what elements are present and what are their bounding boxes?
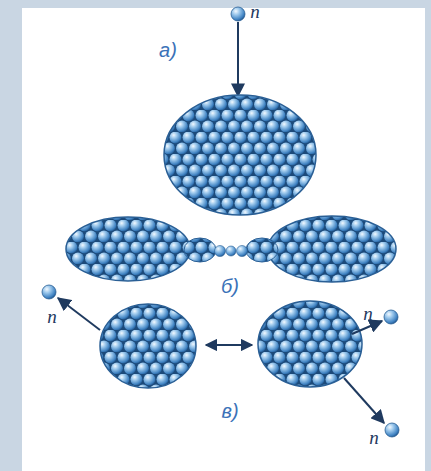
stage-label: в) [221,401,238,421]
neutron-label: n [369,428,379,447]
neutron-label: n [250,2,260,21]
stage-label: б) [221,276,239,296]
neutron-label: n [47,307,57,326]
neutron-label: n [363,304,373,323]
stage-label: а) [159,40,177,60]
